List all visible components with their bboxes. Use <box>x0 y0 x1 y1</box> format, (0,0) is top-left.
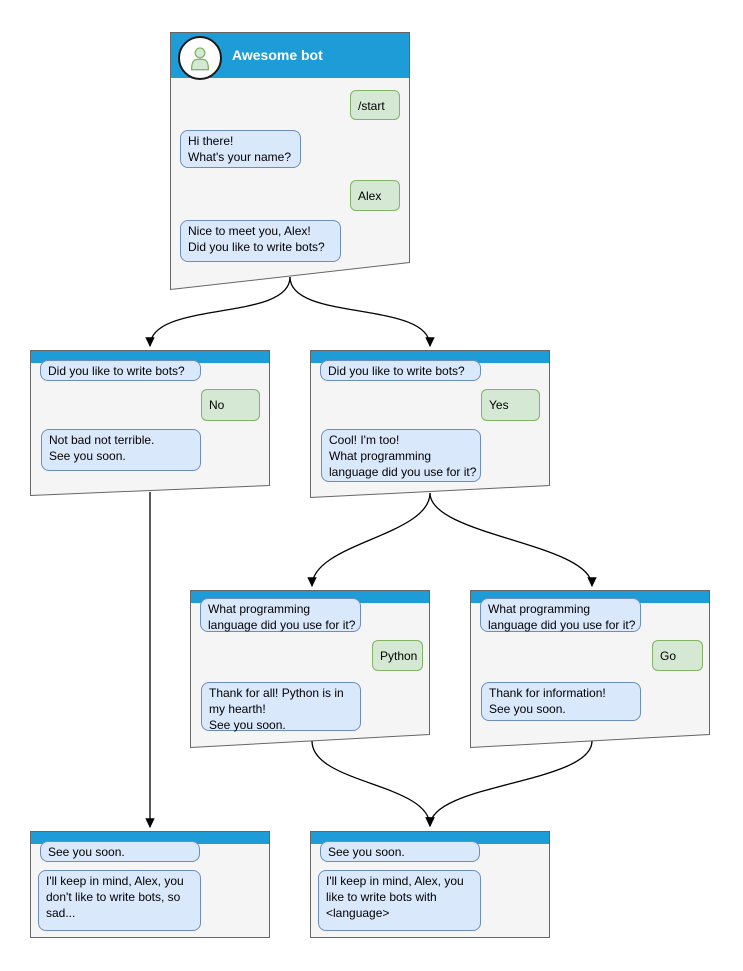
user-message: Go <box>652 640 703 671</box>
chat-window-branch-no: Did you like to write bots? No Not bad n… <box>30 350 270 496</box>
chat-window-branch-python: What programming language did you use fo… <box>190 590 430 748</box>
bot-message: Thank for information! See you soon. <box>481 682 641 721</box>
user-message: Alex <box>350 180 400 211</box>
bot-avatar <box>178 36 222 80</box>
chat-window-end-yes: See you soon. I'll keep in mind, Alex, y… <box>310 831 550 938</box>
chat-window-branch-go: What programming language did you use fo… <box>470 590 710 748</box>
person-icon <box>190 47 210 71</box>
user-message: Python <box>372 640 423 671</box>
bot-message: Cool! I'm too! What programming language… <box>321 429 481 482</box>
bot-message: Did you like to write bots? <box>320 360 481 381</box>
chat-window-end-no: See you soon. I'll keep in mind, Alex, y… <box>30 831 270 938</box>
arrow-go-to-end <box>425 740 593 828</box>
bot-message: See you soon. <box>40 841 200 862</box>
bot-message: Nice to meet you, Alex! Did you like to … <box>180 220 341 262</box>
bot-message: Not bad not terrible. See you soon. <box>41 429 201 471</box>
user-message: No <box>201 389 260 421</box>
chat-window-start: Awesome bot /start Hi there! What's your… <box>170 32 410 290</box>
user-message: /start <box>350 90 400 120</box>
bot-message: Hi there! What's your name? <box>180 130 301 168</box>
bot-message: I'll keep in mind, Alex, you don't like … <box>38 870 201 931</box>
bot-message: Did you like to write bots? <box>40 360 201 381</box>
bot-message: What programming language did you use fo… <box>200 598 361 632</box>
bot-message: What programming language did you use fo… <box>480 598 641 632</box>
arrow-yes-to-python <box>307 492 431 588</box>
bot-message: See you soon. <box>320 841 480 862</box>
chat-window-branch-yes: Did you like to write bots? Yes Cool! I'… <box>310 350 550 498</box>
bot-message: Thank for all! Python is in my hearth! S… <box>201 682 361 732</box>
arrow-yes-to-go <box>429 492 597 588</box>
arrow-python-to-end <box>311 740 435 828</box>
user-message: Yes <box>481 389 540 421</box>
bot-message: I'll keep in mind, Alex, you like to wri… <box>318 870 481 931</box>
bot-title: Awesome bot <box>232 47 323 63</box>
